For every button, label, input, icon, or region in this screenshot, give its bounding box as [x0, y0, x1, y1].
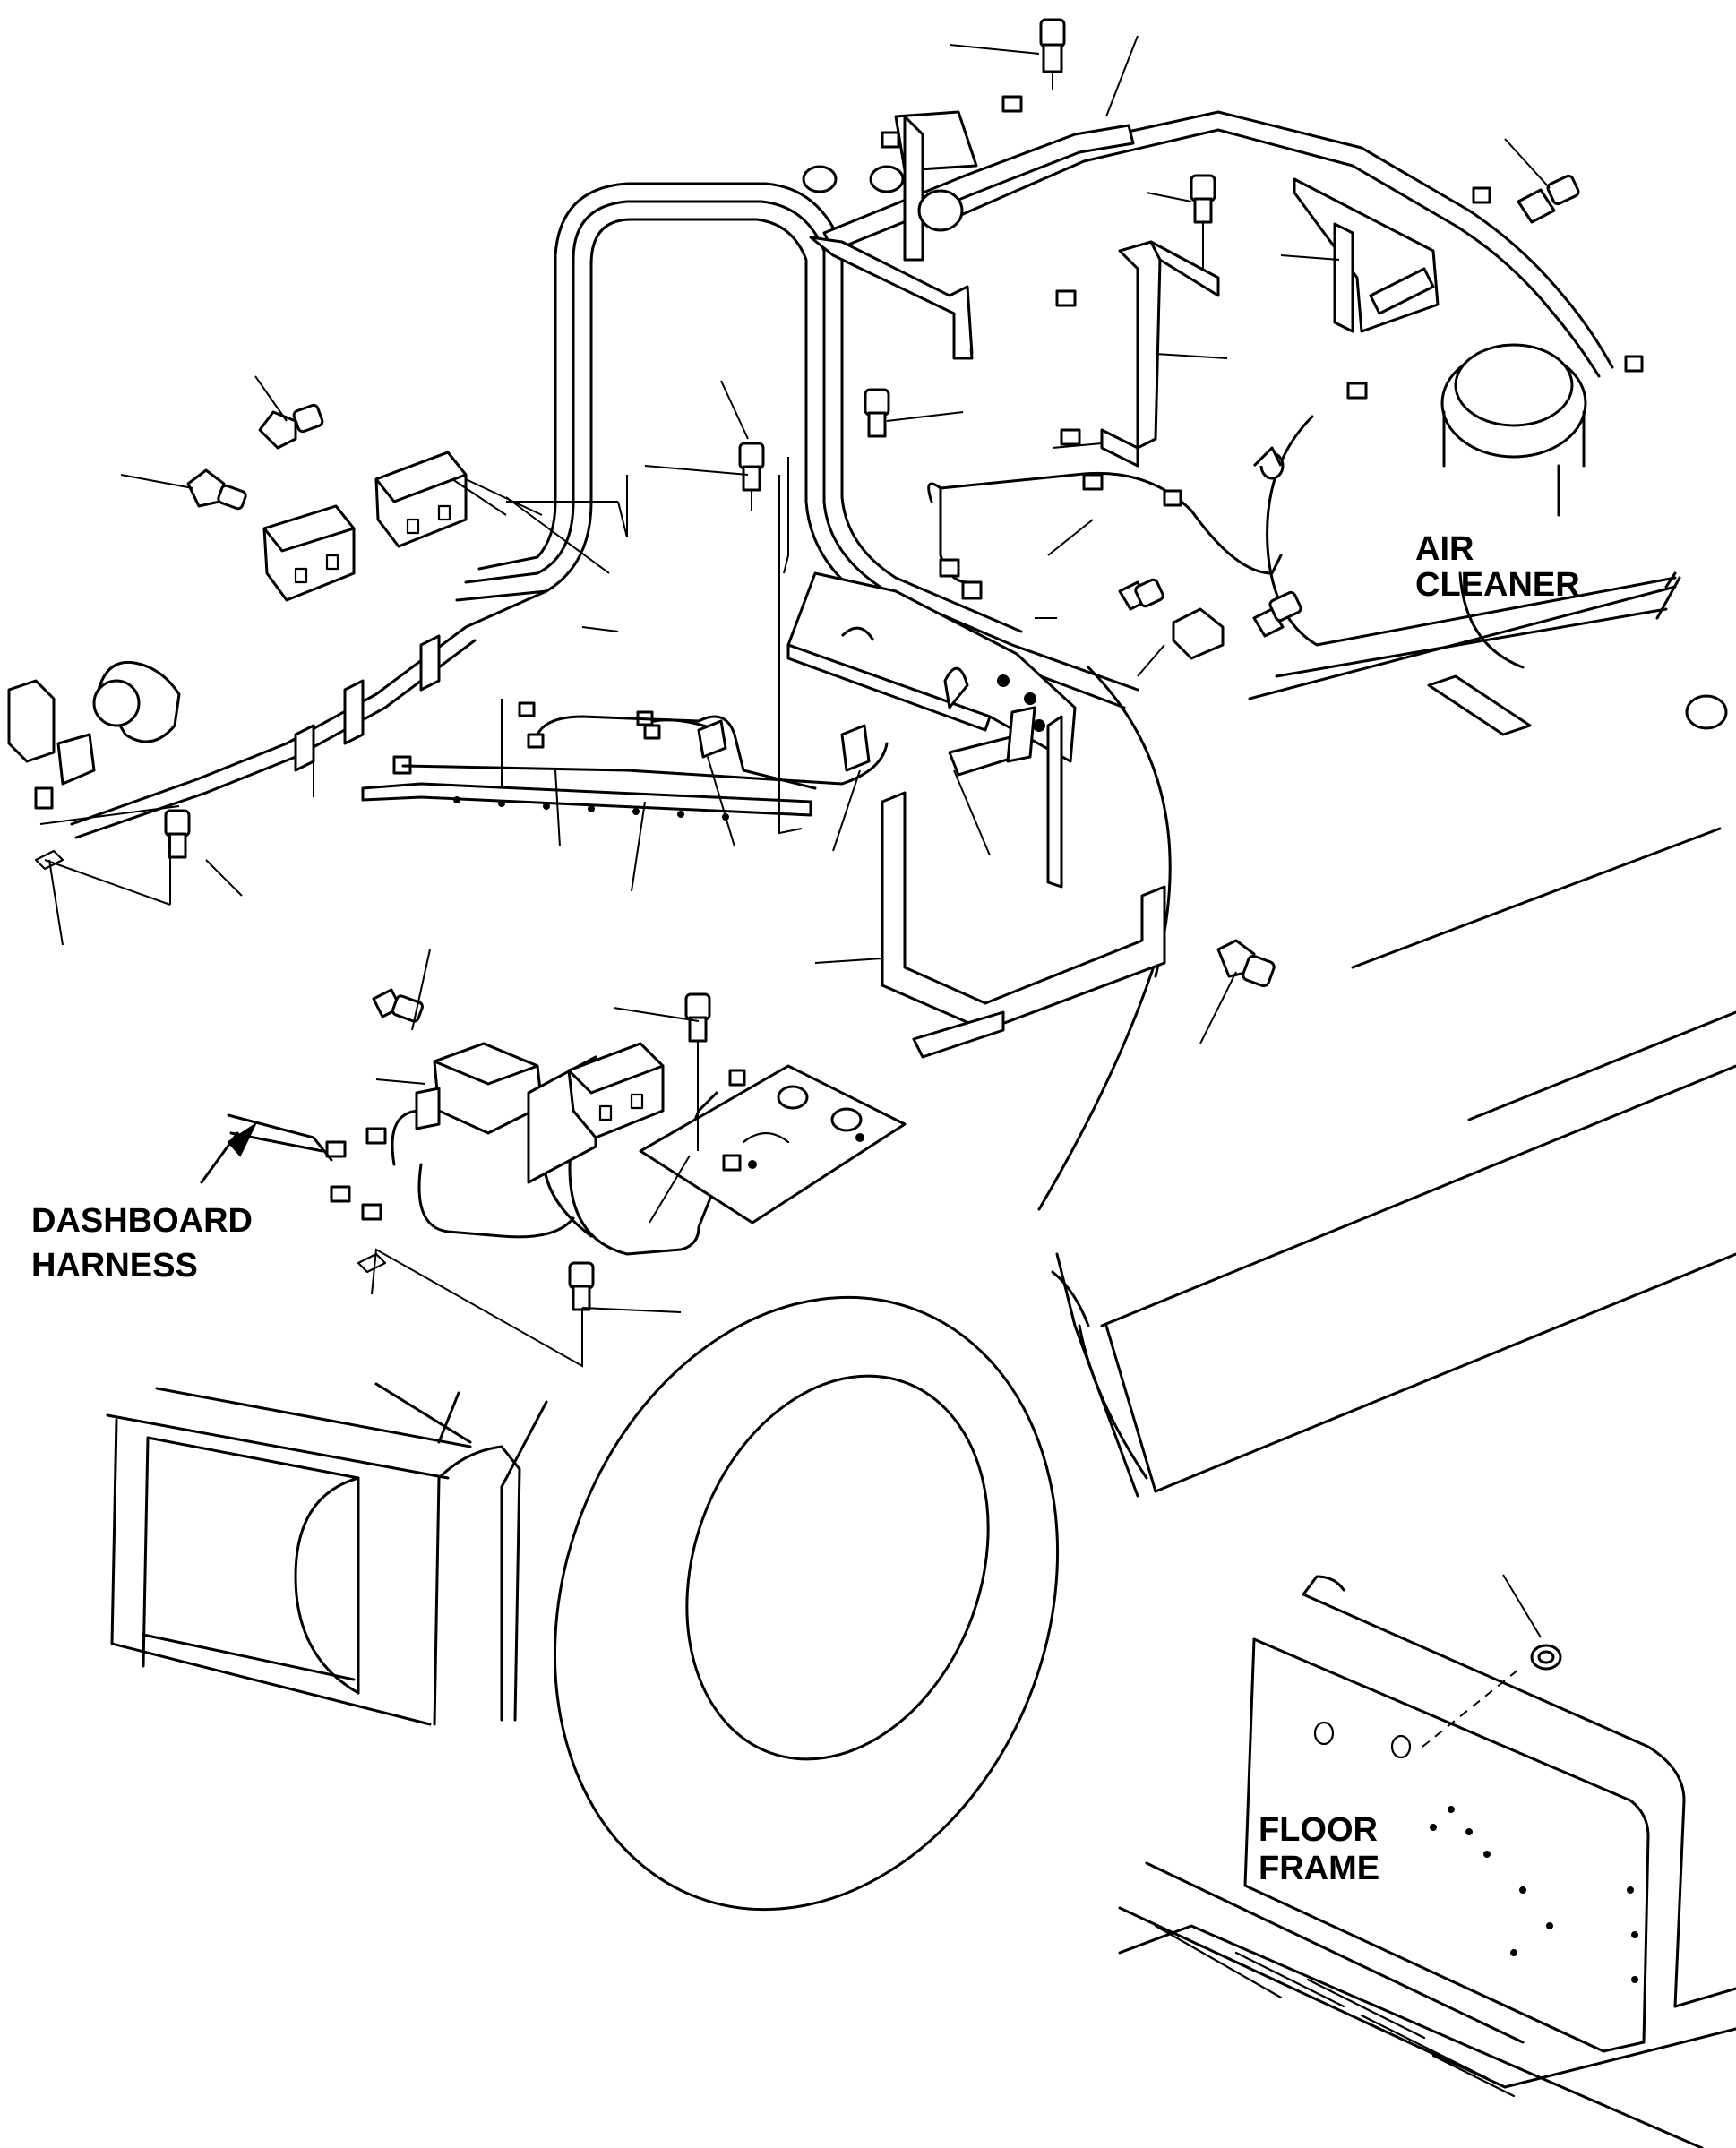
air-cleaner-label-line-1: AIR: [1415, 530, 1474, 568]
left-relay-group: [7, 451, 468, 871]
air-cleaner-cap: [1440, 343, 1587, 517]
terminal-rail: [361, 701, 889, 821]
lower-controller: [325, 988, 907, 1311]
floor-frame-label-line-1: FLOOR: [1259, 1811, 1378, 1849]
dashboard-harness-label: DASHBOARD HARNESS: [31, 1202, 253, 1285]
center-mount-plate: [786, 571, 1077, 889]
air-cleaner-label-line-2: CLEANER: [1415, 566, 1580, 604]
dashboard-harness-label-line-1: DASHBOARD: [31, 1202, 253, 1240]
front-step: [106, 1382, 548, 1726]
left-bolts: [164, 403, 1276, 988]
top-bracket-assembly: [738, 18, 1644, 660]
wheel: [553, 1295, 1060, 1912]
air-cleaner-label: AIR CLEANER: [1415, 530, 1580, 604]
u-frame-bracket: [881, 706, 1166, 1059]
floor-frame-label: FLOOR FRAME: [1259, 1811, 1379, 1887]
floor-pad: [1427, 674, 1728, 736]
floor-frame: [1118, 1574, 1736, 2148]
leader-lines: [39, 35, 1551, 1368]
dashboard-harness-label-line-2: HARNESS: [31, 1247, 198, 1285]
floor-frame-label-line-2: FRAME: [1259, 1850, 1379, 1887]
